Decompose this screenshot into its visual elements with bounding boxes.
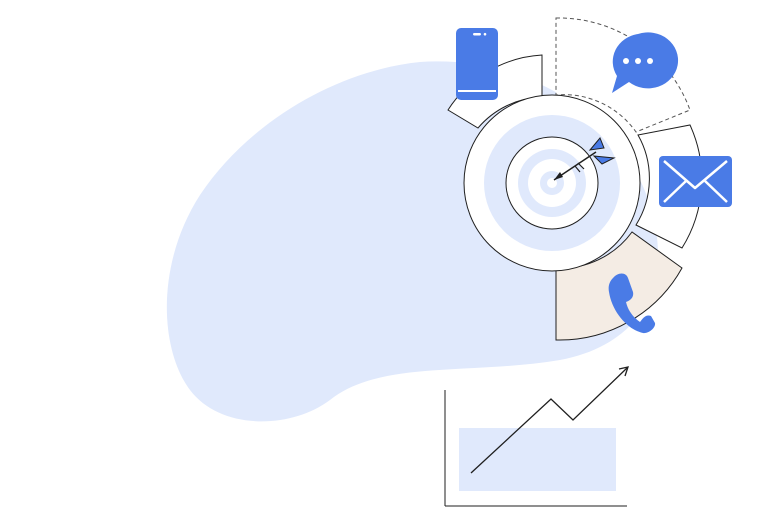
growth-chart xyxy=(444,366,629,507)
telephone-handset-icon xyxy=(608,273,656,334)
envelope-icon xyxy=(659,156,732,207)
trend-arrow-icon xyxy=(470,367,628,474)
trend-arrow-head xyxy=(618,366,629,377)
chart-area-fill xyxy=(459,428,616,491)
dart-icon xyxy=(553,137,616,181)
chat-bubble-icon xyxy=(612,32,679,93)
smartphone-icon xyxy=(456,28,498,100)
